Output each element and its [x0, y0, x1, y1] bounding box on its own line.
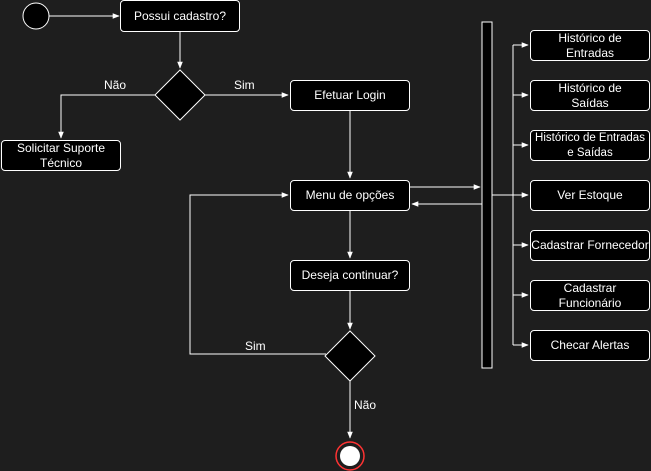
node-historico-saidas: Histórico de Saídas: [530, 80, 650, 111]
fork-bar: [481, 21, 493, 369]
node-menu-opcoes: Menu de opções: [290, 180, 410, 211]
edge-label-nao-continuar: Não: [354, 398, 377, 412]
node-efetuar-login: Efetuar Login: [290, 80, 410, 111]
decision-continuar-diamond: [324, 330, 376, 382]
node-checar-alertas: Checar Alertas: [530, 330, 650, 361]
node-deseja-continuar: Deseja continuar?: [290, 260, 410, 291]
edge-label-sim-continuar: Sim: [245, 339, 266, 353]
node-ver-estoque: Ver Estoque: [530, 180, 650, 211]
edge-decision-loop-to-menu: [189, 192, 326, 355]
node-cadastrar-funcionario: Cadastrar Funcionário: [530, 280, 650, 311]
node-cadastrar-fornecedor: Cadastrar Fornecedor: [530, 230, 650, 261]
node-historico-entradas-saidas: Histórico de Entradas e Saídas: [530, 130, 650, 161]
node-solicitar-suporte: Solicitar Suporte Técnico: [1, 140, 121, 171]
edge-label-nao-cadastro: Não: [104, 78, 127, 92]
node-historico-entradas: Histórico de Entradas: [530, 30, 650, 61]
edge-decision-to-suporte: [58, 94, 155, 139]
edge-label-sim-cadastro: Sim: [234, 78, 255, 92]
end-node-inner: [340, 446, 360, 466]
start-node: [22, 2, 50, 30]
decision-cadastro-diamond: [154, 69, 206, 121]
node-possui-cadastro: Possui cadastro?: [120, 0, 240, 32]
